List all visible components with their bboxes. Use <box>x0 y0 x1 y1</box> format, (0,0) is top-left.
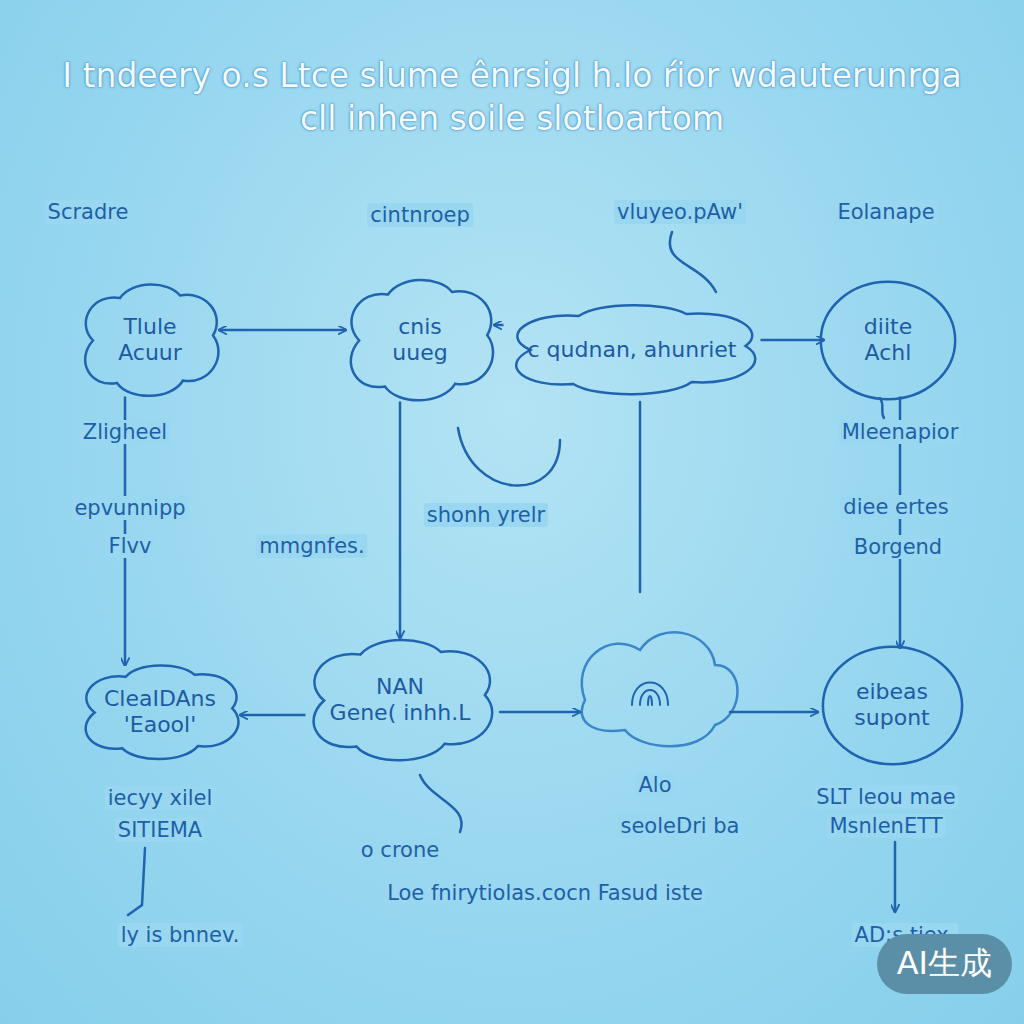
node-text: uueg <box>392 340 447 366</box>
node-text: diite <box>864 314 912 340</box>
plain-line <box>639 402 642 592</box>
text-label: o crone <box>358 838 442 862</box>
node-text: supont <box>854 705 929 731</box>
text-label: Mleenapior <box>839 420 962 444</box>
text-label: Eolanape <box>834 200 937 224</box>
watermark: AI生成 <box>877 934 1012 994</box>
node-text: Gene( inhh.L <box>330 700 471 726</box>
text-label: SLT leou mae <box>813 785 958 809</box>
text-label: iecyy xilel <box>105 786 216 810</box>
cloud-node: cnisuueg <box>340 273 500 408</box>
node-text: eibeas <box>856 679 928 705</box>
round-node: diiteAchl <box>818 278 958 403</box>
connector <box>494 324 504 327</box>
text-label: diee ertes <box>840 495 951 519</box>
text-label: ly is bnnev. <box>118 923 243 947</box>
arrow-line <box>894 842 897 912</box>
cloud-symbol <box>632 683 668 706</box>
connector <box>240 714 306 717</box>
text-label: Zligheel <box>80 420 170 444</box>
text-label: Alo <box>635 773 674 797</box>
cloud-node: TluleAcuur <box>75 278 225 403</box>
node-text: Acuur <box>118 340 182 366</box>
text-label: shonh yrelr <box>424 503 548 527</box>
node-text: Tlule <box>123 314 176 340</box>
cloud-node: NANGene( inhh.L <box>300 633 501 768</box>
plain-line <box>128 848 145 915</box>
arrow-line <box>500 711 580 714</box>
squiggle <box>420 775 462 832</box>
cloud-node: c qudnan, ahunriet <box>498 300 767 400</box>
node-text: 'Eaool' <box>124 712 197 738</box>
node-text: CleaIDAns <box>104 686 216 712</box>
node-text: NAN <box>376 674 424 700</box>
text-label: vluyeo.pAw' <box>614 200 746 224</box>
arc-stroke <box>458 428 560 486</box>
cloud-node: CleaIDAns'Eaool' <box>74 660 246 765</box>
node-text: cnis <box>398 314 442 340</box>
arrow-line <box>730 711 818 714</box>
leader-line <box>670 232 716 292</box>
text-label: Borgend <box>851 535 945 559</box>
text-label: Loe fnirytiolas.cocn Fasud iste <box>384 881 706 905</box>
text-label: MsnlenETT <box>827 814 946 838</box>
text-label: Flvv <box>106 534 155 558</box>
node-text: Achl <box>865 340 912 366</box>
connector <box>219 329 346 332</box>
text-label: cintnroep <box>367 203 473 227</box>
connector <box>761 339 825 342</box>
node-text: c qudnan, ahunriet <box>528 337 737 363</box>
diagram-title: I tndeery o.s Ltce slume ênrsigl h.lo ŕi… <box>40 55 984 141</box>
text-label: SITIEMA <box>115 818 205 842</box>
round-node: eibeassupont <box>820 643 965 768</box>
connector <box>399 402 402 639</box>
text-label: epvunnipp <box>71 496 188 520</box>
text-label: Scradre <box>45 200 132 224</box>
text-label: mmgnfes. <box>256 534 367 558</box>
text-label: seoleDri ba <box>618 814 743 838</box>
icon-cloud <box>582 632 738 746</box>
tail-stroke <box>880 398 884 418</box>
